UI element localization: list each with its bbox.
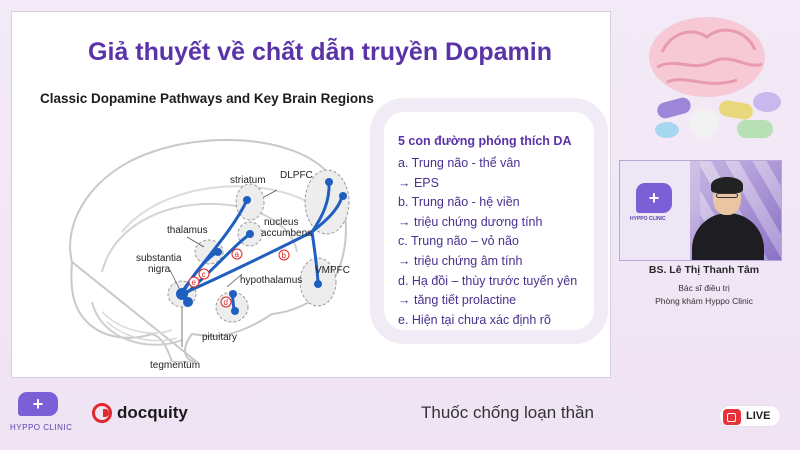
slide-title: Giả thuyết về chất dẫn truyền Dopamin bbox=[88, 38, 552, 66]
da-line: b. Trung não - hệ viền bbox=[398, 195, 520, 210]
clinic-name: HYPPO CLINIC bbox=[10, 423, 73, 432]
label-thalamus: thalamus bbox=[167, 225, 208, 236]
brain-pathway-diagram: a b c d e bbox=[69, 138, 350, 362]
label-pituitary: pituitary bbox=[202, 332, 238, 343]
da-line: → triệu chứng âm tính bbox=[398, 253, 523, 268]
speaker-webcam: + HYPPO CLINIC bbox=[619, 160, 782, 261]
pathway-dlpfc-2 bbox=[310, 195, 344, 234]
da-box-list: a. Trung não - thể vân → EPS b. Trung nã… bbox=[398, 154, 577, 330]
cam-logo-text: HYPPO CLINIC bbox=[630, 216, 666, 222]
live-label: LIVE bbox=[746, 410, 771, 422]
brain-pills-illustration bbox=[649, 17, 781, 138]
glasses-icon bbox=[716, 193, 738, 198]
docquity-icon bbox=[92, 403, 112, 423]
label-accumbens: accumbens bbox=[261, 228, 313, 239]
speaker-name: BS. Lê Thị Thanh Tâm bbox=[648, 264, 760, 276]
label-vmpfc: VMPFC bbox=[315, 265, 350, 276]
da-line: c. Trung não – vỏ não bbox=[398, 234, 519, 249]
docquity-logo-text: docquity bbox=[117, 403, 188, 422]
da-box-title: 5 con đường phóng thích DA bbox=[398, 134, 572, 148]
da-line: a. Trung não - thể vân bbox=[398, 156, 521, 170]
da-line: → EPS bbox=[398, 175, 439, 190]
label-dlpfc: DLPFC bbox=[280, 170, 313, 181]
label-striatum: striatum bbox=[230, 175, 266, 186]
da-line: e. Hiện tại chưa xác định rõ bbox=[398, 312, 551, 327]
pathway-letter-b: b bbox=[282, 251, 287, 260]
live-badge: LIVE bbox=[719, 405, 781, 427]
speaker-role: Bác sĩ điều trị bbox=[678, 283, 730, 293]
hyppo-clinic-logo: + bbox=[18, 392, 58, 416]
label-nigra: nigra bbox=[148, 264, 171, 275]
diagram-title: Classic Dopamine Pathways and Key Brain … bbox=[40, 91, 374, 106]
da-line: → tăng tiết prolactine bbox=[398, 293, 517, 308]
live-camera-icon bbox=[723, 409, 741, 425]
pathway-c bbox=[180, 230, 314, 296]
pathway-letter-c: c bbox=[202, 270, 206, 279]
da-line: → triệu chứng dương tính bbox=[398, 214, 543, 229]
session-title: Thuốc chống loạn thần bbox=[421, 403, 594, 422]
label-hypothalamus: hypothalamus bbox=[240, 275, 303, 286]
da-pathways-box: 5 con đường phóng thích DA a. Trung não … bbox=[384, 112, 594, 330]
pathway-letter-e: e bbox=[192, 278, 197, 287]
label-substantia: substantia bbox=[136, 253, 182, 264]
pathway-letter-a: a bbox=[235, 250, 240, 259]
da-line: d. Hạ đồi – thùy trước tuyến yên bbox=[398, 273, 578, 288]
speaker-clinic: Phòng khám Hyppo Clinic bbox=[655, 296, 753, 306]
presentation-slide: Giả thuyết về chất dẫn truyền Dopamin Cl… bbox=[11, 11, 611, 378]
label-nucleus: nucleus bbox=[264, 217, 299, 228]
cam-hyppo-logo: + bbox=[636, 183, 672, 213]
pathway-letter-d: d bbox=[224, 298, 228, 307]
label-tegmentum: tegmentum bbox=[150, 360, 201, 371]
pathway-vmpfc bbox=[310, 230, 320, 284]
